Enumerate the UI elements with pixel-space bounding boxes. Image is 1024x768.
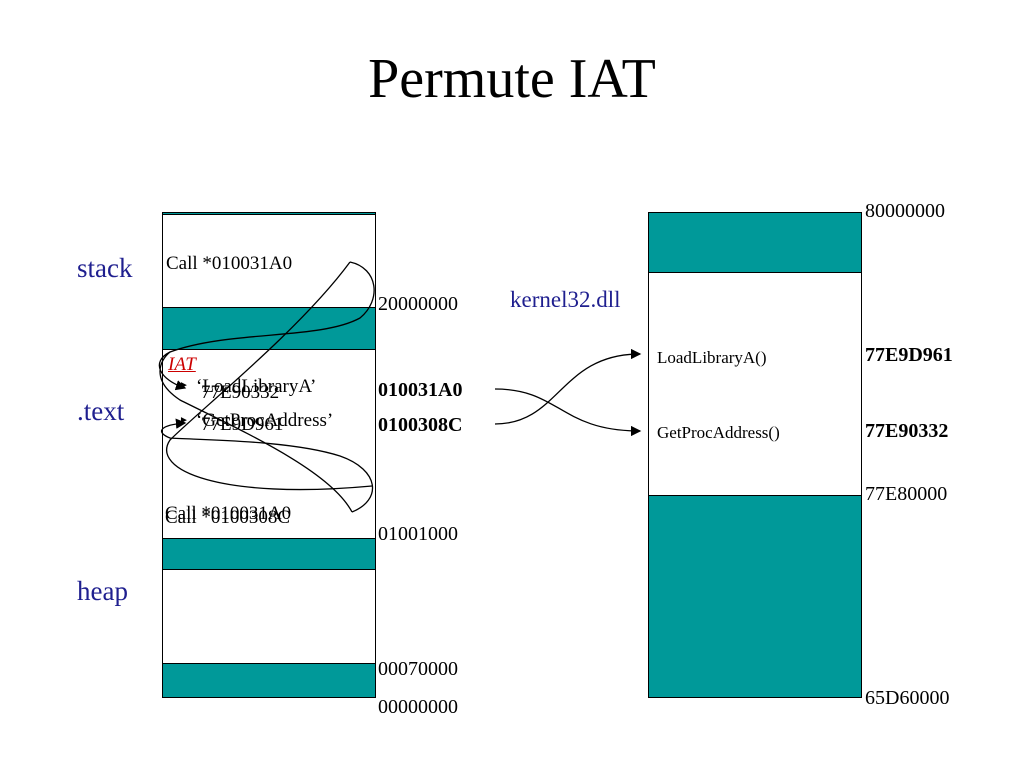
arrow-cross-1	[166, 261, 373, 491]
iat-label: IAT	[168, 354, 196, 375]
address-01001000: 01001000	[378, 523, 458, 545]
right-bottom-band	[648, 495, 862, 698]
arrow-cross-2	[159, 351, 353, 513]
call-instruction-top: Call *010031A0	[166, 253, 293, 274]
iat-entry1-old: ‘LoadLibraryA’	[196, 376, 317, 397]
address-77E9D961: 77E9D961	[865, 344, 953, 366]
right-top-band	[648, 212, 862, 273]
address-00070000: 00070000	[378, 658, 458, 680]
region-label-text: .text	[77, 396, 125, 426]
arrow-010031A0-to-getprocaddress	[494, 388, 642, 437]
address-0100308C: 0100308C	[378, 414, 463, 436]
iat-entry2-new: 77E9D961	[201, 414, 284, 435]
left-memory-column	[162, 212, 376, 698]
arrow-call-top-to-iat1	[158, 261, 375, 391]
address-77E90332: 77E90332	[865, 420, 949, 442]
page-title: Permute IAT	[368, 48, 656, 110]
region-label-heap: heap	[77, 576, 128, 606]
address-010031A0: 010031A0	[378, 379, 463, 401]
address-65D60000: 65D60000	[865, 687, 950, 709]
address-00000000: 00000000	[378, 696, 458, 718]
call-instruction-bottom-new: Call *0100308C	[165, 507, 291, 528]
stack-top-band	[162, 212, 376, 215]
arrow-call-bottom-to-iat2	[160, 418, 374, 513]
arrow-0100308C-to-loadlibrary	[494, 348, 642, 425]
address-77E80000: 77E80000	[865, 483, 948, 505]
iat-entry2-old: ‘GetProcAddress’	[196, 410, 334, 431]
call-instruction-bottom-old: Call *010031A0	[165, 503, 292, 524]
function-getprocaddress: GetProcAddress()	[657, 423, 780, 442]
address-80000000: 80000000	[865, 200, 945, 222]
heap-bottom-band	[162, 663, 376, 698]
function-loadlibrary: LoadLibraryA()	[657, 348, 767, 367]
address-20000000: 20000000	[378, 293, 458, 315]
iat-entry1-new: 77E90332	[201, 382, 280, 403]
dll-label: kernel32.dll	[510, 287, 621, 312]
text-heap-gap-band	[162, 538, 376, 570]
region-label-stack: stack	[77, 253, 133, 283]
